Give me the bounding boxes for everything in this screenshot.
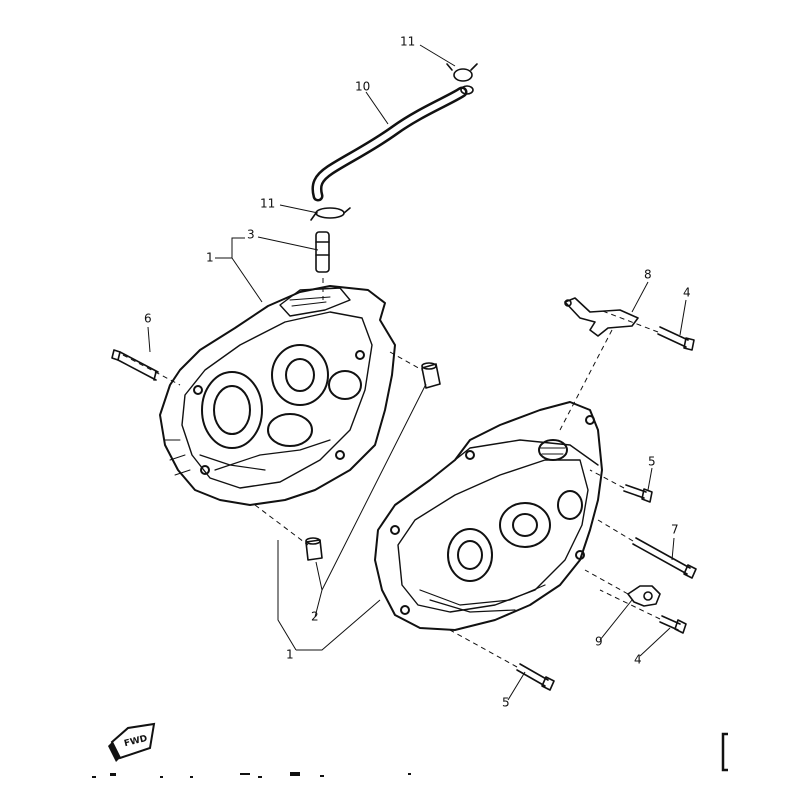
scan-artifacts [92,772,411,778]
bolt-5-upper [623,484,653,503]
callout-4-lower: 4 [634,653,642,667]
bracket-8 [564,297,639,337]
callout-leaders [147,44,687,701]
breather-fitting [315,231,330,273]
dowel-pin-upper [421,362,441,389]
assembly-guide-lines [122,278,661,668]
crankcase-right [374,401,603,631]
callout-7: 7 [671,523,679,537]
bolt-4-lower [659,615,687,634]
bolt-6 [111,349,159,381]
clamp-9 [627,585,661,607]
breather-hose [311,86,468,202]
crankcase-left [159,285,396,506]
stud-bolt-7 [632,537,697,579]
fwd-arrow-icon: FWD [108,722,156,762]
callout-11-lower: 11 [260,197,275,211]
hose-clip-upper [446,63,478,95]
callout-5-lower: 5 [502,696,510,710]
bolt-4-upper [657,326,695,351]
callout-6: 6 [144,312,152,326]
page-bracket-mark [721,732,728,772]
callout-5-upper: 5 [648,455,656,469]
callout-1-upper: 1 [206,251,214,265]
callout-labels: 11 10 11 3 1 6 8 4 5 7 2 1 9 4 5 [144,35,691,710]
bolt-5-lower [516,663,555,691]
dowel-pin-lower [305,537,323,561]
callout-11-upper: 11 [400,35,415,49]
callout-3: 3 [247,228,255,242]
callout-10: 10 [355,80,370,94]
callout-1-lower: 1 [286,648,294,662]
callout-4-upper: 4 [683,286,691,300]
callout-9: 9 [595,635,603,649]
callout-8: 8 [644,268,652,282]
callout-2: 2 [311,610,319,624]
hose-clip-lower [310,207,351,221]
